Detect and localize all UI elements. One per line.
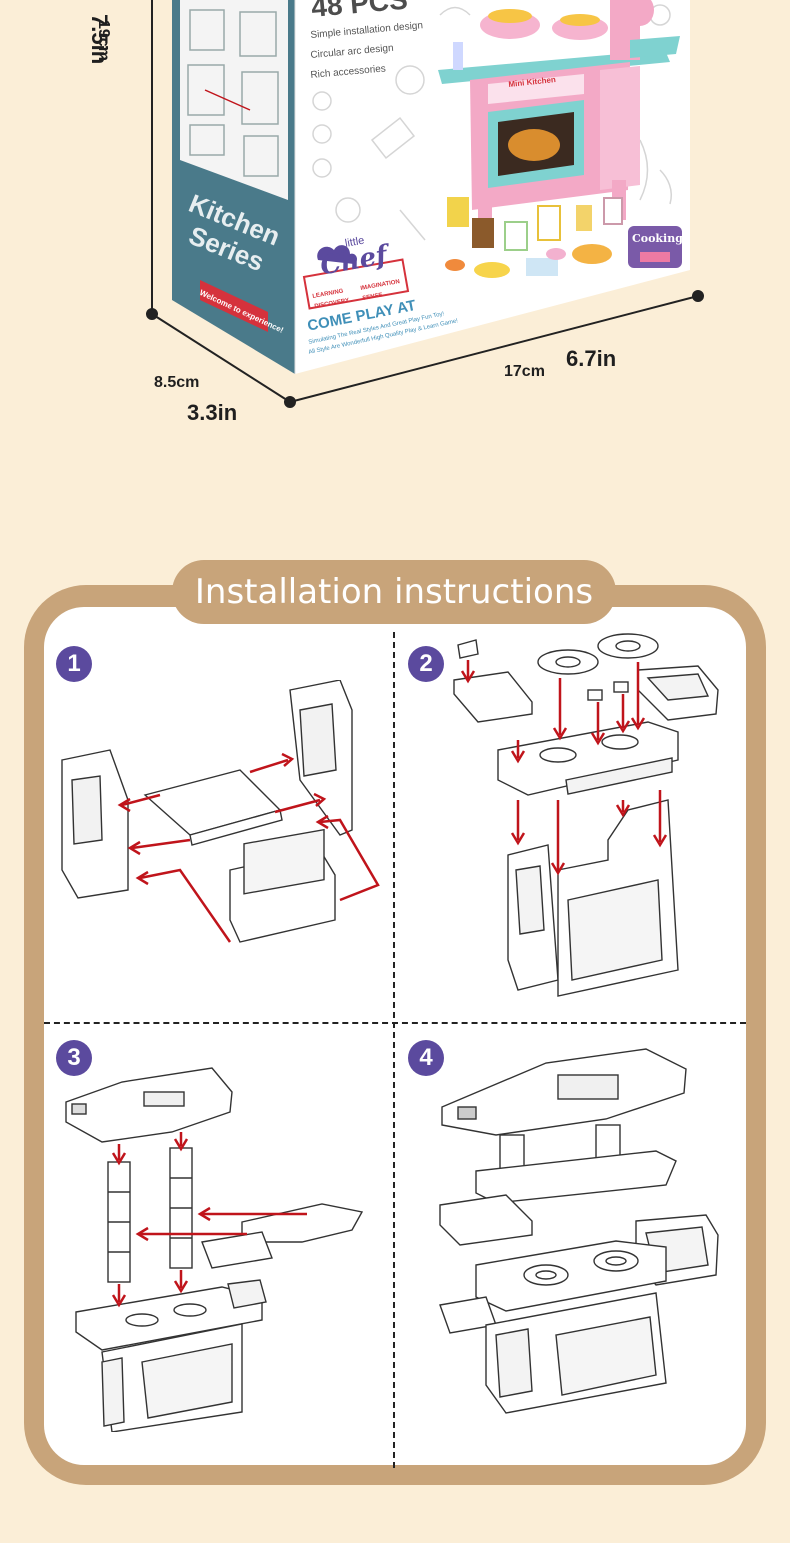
side-banner-shape (200, 280, 268, 332)
instructions-title-tab: Installation instructions (172, 560, 616, 624)
instructions-title: Installation instructions (194, 572, 594, 612)
step-4-badge: 4 (408, 1040, 444, 1076)
dimension-lines (146, 0, 704, 408)
step-3-arrows (111, 1132, 307, 1308)
width-in-label: 6.7in (566, 346, 617, 371)
tag-box (302, 258, 410, 310)
box-brand-logo (317, 245, 357, 264)
depth-in-label: 3.3in (187, 400, 238, 425)
step-3-diagram (65, 1067, 364, 1432)
side-diagram-sketch (187, 9, 279, 177)
step-1-diagram (61, 680, 380, 943)
step-2-diagram (453, 633, 719, 997)
depth-cm-label: 8.5cm (154, 374, 200, 391)
height-in-label: 7.5in (87, 14, 112, 65)
step-4-diagram (439, 1048, 719, 1414)
step-1-arrows (117, 752, 380, 943)
divider-horizontal (44, 1022, 746, 1024)
step-2-badge: 2 (408, 646, 444, 682)
box-cooking-badge: Cooking (632, 232, 683, 245)
doodle-sketches (312, 4, 672, 241)
step-3-badge: 3 (56, 1040, 92, 1076)
step-2-arrows (460, 660, 668, 876)
width-cm-label: 17cm (504, 363, 545, 380)
product-box-illustration (146, 0, 704, 408)
step-1-badge: 1 (56, 646, 92, 682)
box-kitchen-toy (438, 0, 682, 278)
divider-vertical (393, 632, 395, 1468)
